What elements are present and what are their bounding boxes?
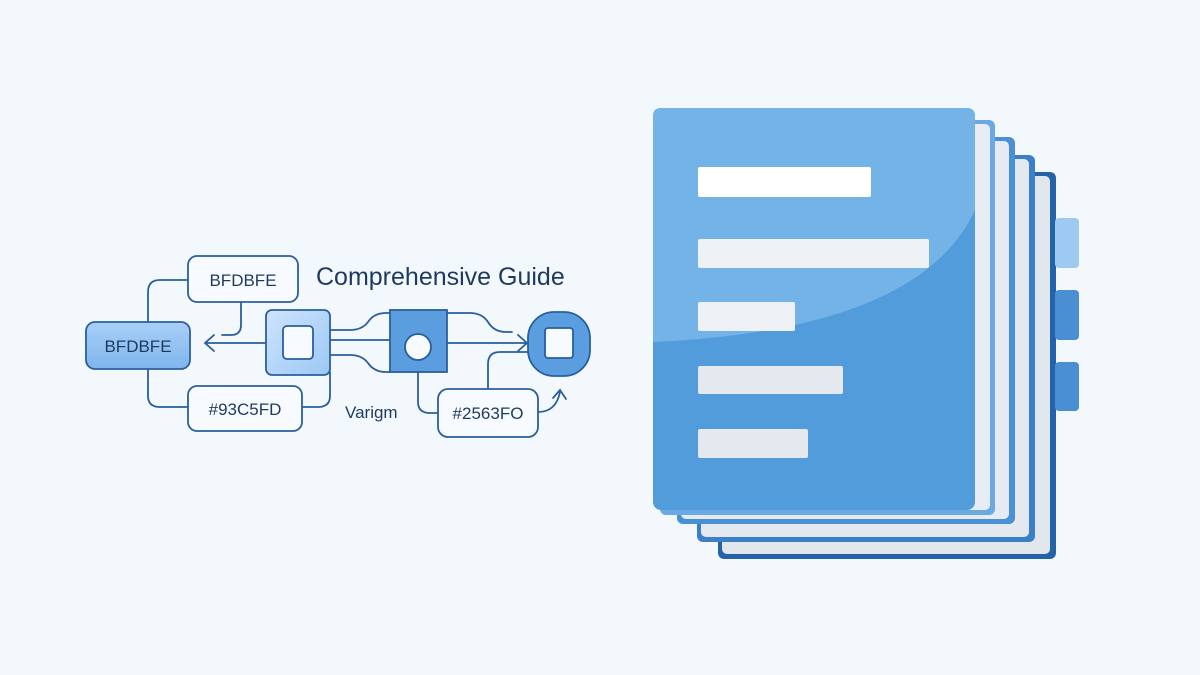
text-line-2 — [698, 239, 929, 268]
connector-top-to-arrow — [221, 301, 242, 336]
arrow-up-curve — [537, 388, 567, 413]
node-bottom-right-label: #2563FO — [453, 404, 524, 423]
connector-node1-to-bottom — [301, 371, 331, 408]
diagram-title: Comprehensive Guide — [316, 263, 565, 291]
node-rounded-3 — [527, 311, 591, 377]
connector-node1-node2-top — [329, 312, 391, 331]
text-line-5 — [698, 429, 808, 458]
diagram-connectors — [147, 279, 567, 414]
connector-node1-node2-bottom — [329, 354, 391, 373]
text-line-3 — [698, 302, 795, 331]
connector-left-to-bottom — [147, 368, 188, 408]
node-top-label: BFDBFE — [209, 271, 276, 290]
text-line-4 — [698, 366, 843, 394]
tab-3 — [1055, 362, 1079, 411]
node-top-box: BFDBFE — [187, 255, 299, 303]
node-bottom-right-box: #2563FO — [437, 388, 539, 438]
node-bottom-left-label: #93C5FD — [209, 400, 282, 419]
arrow-left — [203, 334, 266, 352]
connector-node2-top-right — [446, 312, 513, 333]
circle-icon — [404, 333, 432, 361]
tab-2 — [1055, 290, 1079, 340]
connector-left-to-top — [147, 279, 188, 323]
tab-1 — [1055, 218, 1079, 268]
square-icon — [544, 327, 574, 359]
square-icon — [282, 325, 314, 360]
document-stack-icon — [653, 108, 1079, 559]
node-bottom-left-box: #93C5FD — [187, 385, 303, 432]
arrow-right — [446, 334, 529, 352]
node-left-box: BFDBFE — [85, 321, 191, 370]
node-square-2 — [389, 309, 448, 373]
middle-label: Varigm — [345, 403, 398, 422]
text-line-1 — [698, 167, 871, 197]
connector-bottom-to-node3 — [487, 351, 529, 391]
node-square-1 — [265, 309, 331, 376]
connector-node2-to-bottom — [417, 371, 439, 414]
node-left-label: BFDBFE — [104, 337, 171, 356]
